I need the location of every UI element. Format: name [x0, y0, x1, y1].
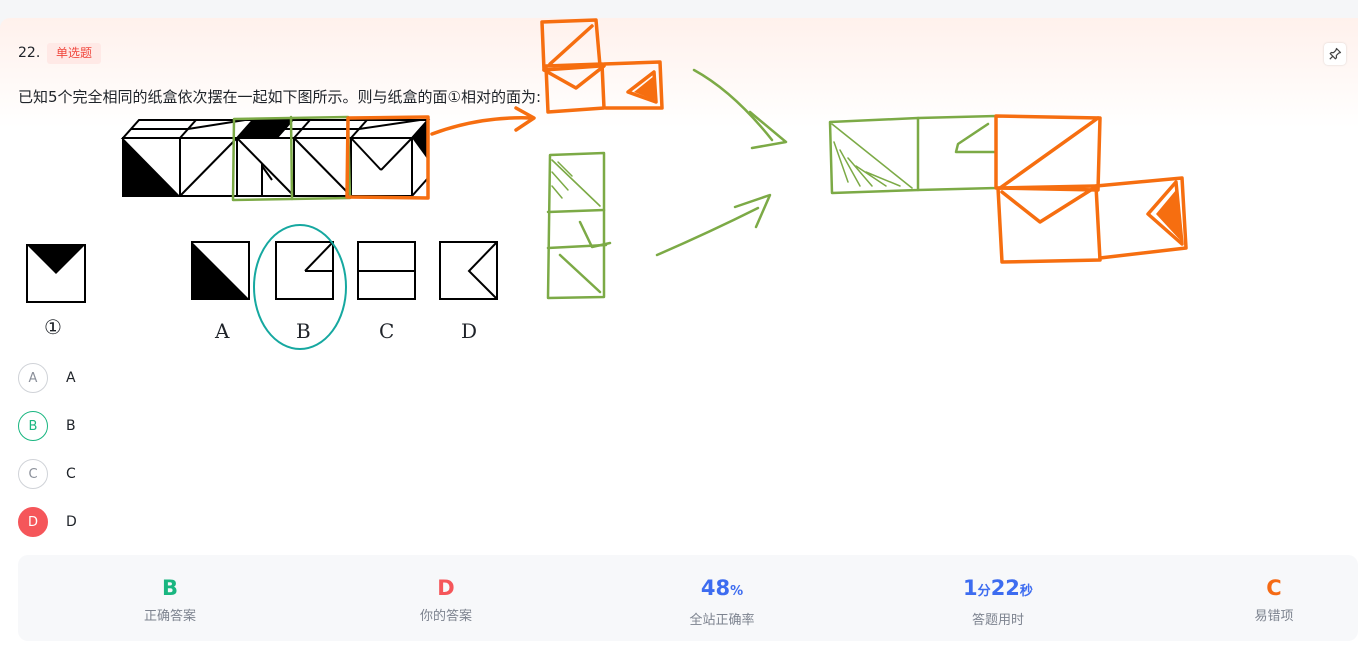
- question-number: 22.: [18, 45, 41, 61]
- your-answer-value: D: [437, 576, 455, 600]
- accuracy-value: 48: [700, 576, 731, 600]
- option-c-figure-label: C: [379, 319, 395, 343]
- common-error-label: 易错项: [1254, 609, 1294, 624]
- answer-stats-panel: B 正确答案 D 你的答案 48% 全站正确率 1分22秒 答题用时 C 易错项: [18, 555, 1358, 641]
- option-a-figure-label: A: [215, 319, 230, 343]
- option-b[interactable]: B B: [18, 410, 76, 442]
- option-b-text: B: [66, 418, 76, 434]
- common-error-stat: C 易错项: [1184, 575, 1358, 624]
- time-seconds: 22: [990, 576, 1020, 600]
- option-c[interactable]: C C: [18, 458, 76, 490]
- options-illustration: [26, 241, 498, 303]
- your-answer-stat: D 你的答案: [356, 575, 536, 624]
- option-b-letter: B: [18, 411, 48, 441]
- common-error-value: C: [1266, 576, 1282, 600]
- your-answer-label: 你的答案: [419, 609, 472, 624]
- time-label: 答题用时: [971, 613, 1024, 628]
- correct-answer-stat: B 正确答案: [80, 575, 260, 624]
- option-c-text: C: [66, 466, 76, 482]
- option-a[interactable]: A A: [18, 362, 76, 394]
- question-text: 已知5个完全相同的纸盒依次摆在一起如下图所示。则与纸盒的面①相对的面为:: [18, 88, 542, 106]
- option-a-letter: A: [18, 363, 48, 393]
- time-minutes: 1: [963, 576, 978, 600]
- time-minutes-unit: 分: [977, 584, 991, 599]
- correct-answer-label: 正确答案: [143, 609, 196, 624]
- accuracy-stat: 48% 全站正确率: [632, 575, 812, 628]
- time-stat: 1分22秒 答题用时: [908, 575, 1088, 628]
- option-c-letter: C: [18, 459, 48, 489]
- option-d-letter: D: [18, 507, 48, 537]
- option-b-figure-label: B: [296, 319, 311, 343]
- question-figure: ① A B C D: [0, 110, 520, 350]
- time-seconds-unit: 秒: [1019, 584, 1033, 599]
- pin-icon: [1329, 47, 1342, 60]
- accuracy-unit: %: [730, 584, 744, 599]
- option-d[interactable]: D D: [18, 506, 77, 538]
- accuracy-label: 全站正确率: [689, 613, 755, 628]
- pin-button[interactable]: [1324, 43, 1346, 65]
- option-a-text: A: [66, 370, 76, 386]
- option-d-text: D: [66, 514, 77, 530]
- boxes-row-illustration: [120, 117, 431, 199]
- face-1-label: ①: [44, 315, 62, 339]
- option-d-figure-label: D: [461, 319, 478, 343]
- time-value-group: 1分22秒: [908, 575, 1088, 605]
- accuracy-value-group: 48%: [632, 575, 812, 605]
- correct-answer-value: B: [161, 576, 178, 600]
- question-type-badge: 单选题: [47, 43, 102, 64]
